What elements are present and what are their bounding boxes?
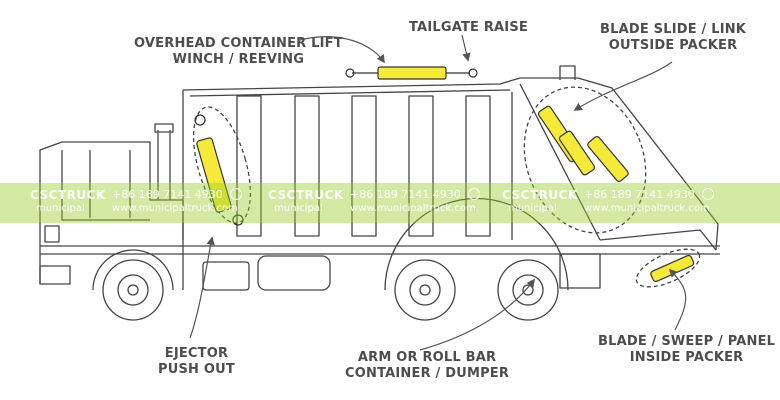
leader-overhead-lift [299,36,385,64]
headlight [44,225,60,243]
packer-zone [523,86,647,234]
leader-tailgate [461,34,471,62]
leader-blade-sweep [668,268,687,331]
roof-rail [189,89,511,97]
whatsapp-icon [230,188,242,200]
tailgate-cylinder [377,66,447,80]
label-line: OUTSIDE PACKER [608,38,738,53]
label-line: ARM OR ROLL BAR [357,350,497,365]
watermark-phone: +86 189 7141 4930 [584,188,695,201]
tailgate-hinge [559,65,576,80]
watermark-website: www.municipaltruck.com [112,203,238,214]
watermark-brand: CSCTRUCK [30,188,106,202]
body-panel [236,95,262,237]
exhaust-cap [154,123,174,133]
label-line: BLADE / SWEEP / PANEL [598,334,776,349]
sweep-zone [635,248,701,288]
watermark-sub: municipal [274,203,323,214]
body-panel [465,95,491,237]
label-tailgate-raise: TAILGATE RAISE [409,20,528,36]
label-line: BLADE SLIDE / LINK [600,22,747,37]
chassis-rail [40,245,720,255]
cab-door [61,150,150,221]
label-line: PUSH OUT [158,362,235,377]
tailgate-frame [511,83,601,241]
watermark-brand: CSCTRUCK [268,188,344,202]
watermark-sub: municipal [508,203,557,214]
tailgate-bottom [599,229,717,251]
leader-blade-slide [573,61,673,111]
watermark-brand: CSCTRUCK [502,188,578,202]
rear-wheel-2 [497,259,559,321]
ejector-cylinder [196,137,232,213]
label-overhead-lift: OVERHEAD CONTAINER LIFT WINCH / REEVING [134,36,343,68]
label-line: CONTAINER / DUMPER [345,366,510,381]
label-line: TAILGATE RAISE [409,20,528,35]
watermark-phone: +86 189 7141 4930 [112,188,223,201]
watermark-website: www.municipaltruck.com [350,203,476,214]
label-line: EJECTOR [164,346,229,361]
ejector-zone [192,106,252,224]
cab-outline [39,141,184,290]
watermark-phone: +86 189 7141 4930 [350,188,461,201]
label-arm-roll-bar: ARM OR ROLL BAR CONTAINER / DUMPER [345,350,509,382]
fuel-tank [202,261,250,291]
hydraulic-tank [257,255,331,291]
whatsapp-icon [468,188,480,200]
label-blade-slide: BLADE SLIDE / LINK OUTSIDE PACKER [600,22,746,54]
blade-slide-cylinder [587,135,629,183]
watermark-sub: municipal [36,203,85,214]
front-wheel [102,259,164,321]
watermark-website: www.municipaltruck.com [584,203,710,214]
rear-wheel-1 [394,259,456,321]
body-panel [294,95,320,237]
label-line: OVERHEAD CONTAINER LIFT [134,36,343,51]
front-bumper [39,265,71,285]
body-panel [408,95,434,237]
blade-link-cylinder-2 [558,130,596,176]
label-ejector: EJECTOR PUSH OUT [158,346,235,378]
exhaust-stack [157,130,171,200]
label-blade-sweep: BLADE / SWEEP / PANEL INSIDE PACKER [598,334,775,366]
sweep-cylinder [650,254,695,283]
body-outline [182,77,719,251]
cab-window-frame [89,150,131,218]
watermark-band [0,183,780,223]
label-line: WINCH / REEVING [172,52,305,67]
leader-ejector [189,236,215,339]
label-line: INSIDE PACKER [629,350,744,365]
leader-arm-roll [419,278,536,351]
front-fender [92,249,174,291]
rear-box [559,253,601,289]
whatsapp-icon [702,188,714,200]
body-panel [351,95,377,237]
